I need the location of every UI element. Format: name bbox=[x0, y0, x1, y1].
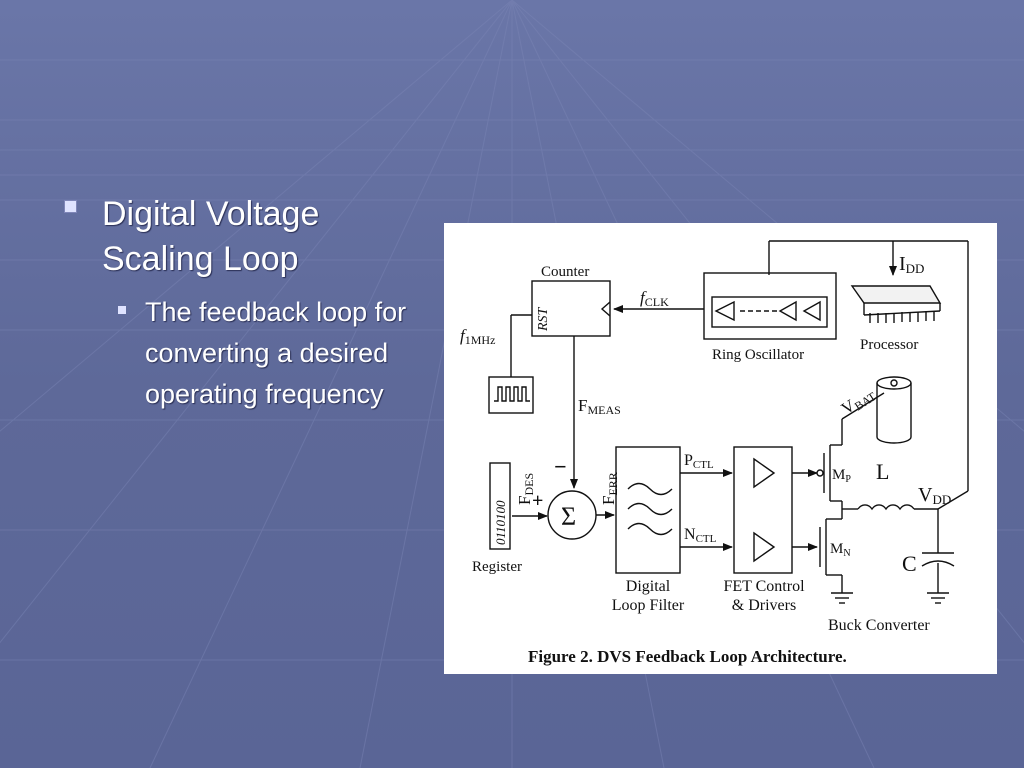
filter-wave-icon bbox=[627, 482, 673, 496]
processor-chip-icon bbox=[850, 285, 942, 323]
nctl-label: NCTL bbox=[684, 526, 717, 545]
fet-label-line2: & Drivers bbox=[732, 597, 796, 614]
register-value: 0110100 bbox=[493, 500, 508, 545]
dvs-figure: Counter RST fCLK f1MHz Ring Oscillator I… bbox=[444, 223, 997, 674]
filter-wave-icon bbox=[627, 502, 673, 516]
sigma-symbol: Σ bbox=[561, 502, 576, 531]
capacitor-label: C bbox=[902, 551, 917, 576]
vdd-label: VDD bbox=[918, 484, 951, 507]
processor-label: Processor bbox=[860, 337, 918, 353]
inverter-icon bbox=[802, 300, 821, 322]
loop-filter-label-line2: Loop Filter bbox=[612, 597, 685, 614]
driver-buffer-icon bbox=[753, 531, 776, 563]
fet-driver-block bbox=[733, 446, 793, 574]
inverter-icon bbox=[778, 300, 797, 322]
ring-oscillator-label: Ring Oscillator bbox=[712, 347, 804, 363]
square-wave-icon bbox=[494, 386, 530, 402]
rst-label: RST bbox=[536, 306, 551, 332]
ferr-label: FERR bbox=[599, 472, 620, 505]
battery-icon bbox=[876, 376, 912, 444]
f1mhz-label: f1MHz bbox=[460, 326, 495, 347]
fet-label-line1: FET Control bbox=[723, 578, 805, 595]
inductor-icon bbox=[857, 504, 915, 511]
dvs-diagram: Counter RST fCLK f1MHz Ring Oscillator I… bbox=[460, 240, 969, 666]
figure-caption: Figure 2. DVS Feedback Loop Architecture… bbox=[528, 647, 847, 666]
minus-sign: − bbox=[554, 454, 567, 479]
fclk-label: fCLK bbox=[640, 288, 669, 309]
mp-label: MP bbox=[832, 467, 851, 485]
idd-label: IDD bbox=[899, 253, 924, 276]
counter-clock-input-icon bbox=[600, 301, 611, 317]
loop-filter-label-line1: Digital bbox=[626, 578, 671, 595]
pctl-label: PCTL bbox=[684, 452, 714, 471]
bullet-description: The feedback loop for converting a desir… bbox=[145, 297, 407, 409]
filter-wave-icon bbox=[627, 522, 673, 536]
bullet-title: Digital Voltage Scaling Loop bbox=[102, 195, 320, 278]
inductor-label: L bbox=[876, 459, 889, 484]
ring-oscillator-block bbox=[703, 272, 837, 340]
loop-filter-block bbox=[615, 446, 681, 574]
square-bullet-icon bbox=[64, 200, 77, 213]
register-block bbox=[489, 462, 511, 550]
plus-sign: + bbox=[532, 490, 543, 512]
small-square-bullet-icon bbox=[118, 306, 126, 314]
vbat-label: VBAT bbox=[838, 383, 879, 420]
buck-converter-label: Buck Converter bbox=[828, 617, 930, 634]
counter-block bbox=[531, 280, 611, 337]
mn-label: MN bbox=[830, 541, 851, 559]
fdes-label: FDES bbox=[515, 473, 536, 505]
register-label: Register bbox=[472, 559, 522, 575]
counter-label: Counter bbox=[541, 264, 589, 280]
driver-buffer-icon bbox=[753, 457, 776, 489]
inverter-icon bbox=[714, 300, 735, 322]
fmeas-label: FMEAS bbox=[578, 396, 621, 417]
